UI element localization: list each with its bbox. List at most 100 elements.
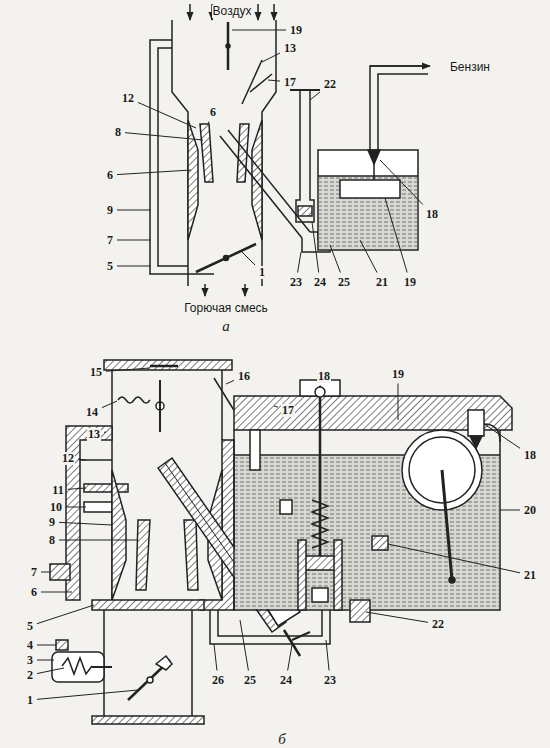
leader-line [330, 245, 340, 273]
callout-number: 5 [106, 260, 114, 273]
leader-line [366, 612, 428, 622]
leader-line [68, 488, 86, 489]
leader-line [41, 592, 72, 593]
callout-number: 25 [337, 276, 351, 289]
callout-number: 9 [106, 204, 114, 217]
leader-line [208, 122, 209, 125]
caption-label: б [277, 733, 287, 746]
callout-number: 8 [48, 534, 56, 547]
leader-line [78, 459, 86, 461]
leader-line [106, 368, 150, 371]
leader-line [59, 522, 112, 525]
callout-number: 21 [375, 276, 389, 289]
leader-line [117, 266, 151, 267]
callout-number: 19 [403, 276, 417, 289]
leader-line [66, 507, 86, 508]
leader-line [37, 660, 54, 661]
callout-number: 15 [89, 366, 103, 379]
callout-number: 24 [279, 674, 293, 687]
leader-line [388, 544, 520, 573]
leader-line [59, 540, 138, 541]
caption-label: Бензин [449, 61, 491, 74]
callout-number: 1 [26, 694, 34, 707]
callout-number: 26 [211, 674, 225, 687]
leader-line [274, 406, 278, 407]
leader-line [117, 240, 151, 241]
leader-line [380, 160, 423, 205]
leader-line [117, 170, 191, 175]
leader-line [398, 384, 399, 421]
leader-line [262, 53, 280, 62]
leader-line [268, 80, 280, 81]
callout-number: 18 [317, 370, 331, 383]
callout-number: 4 [26, 639, 34, 652]
callout-number: 13 [87, 428, 101, 441]
leader-line [214, 644, 217, 671]
leader-line [226, 380, 234, 384]
leader-line [288, 645, 292, 671]
callout-number: 22 [323, 78, 337, 91]
schematic-a [150, 4, 430, 296]
leader-line [240, 620, 248, 671]
caption-label: Горючая смесь [183, 302, 269, 315]
callout-number: 2 [26, 669, 34, 682]
leader-line [37, 668, 64, 674]
leader-line [326, 640, 329, 671]
callout-number: 17 [281, 404, 295, 417]
callout-number: 5 [26, 620, 34, 633]
callout-number: 23 [323, 674, 337, 687]
callout-number: 20 [523, 504, 537, 517]
callout-number: 24 [313, 276, 327, 289]
leader-line [320, 385, 321, 387]
leader-line [102, 401, 117, 408]
leader-line [310, 92, 320, 100]
callout-number: 11 [51, 484, 64, 497]
callout-number: 1 [258, 266, 266, 279]
callout-number: 18 [425, 208, 439, 221]
callout-number: 6 [30, 586, 38, 599]
leader-line [385, 198, 407, 273]
callout-number: 22 [431, 618, 445, 631]
leader-line [232, 30, 286, 31]
cross-section-b [50, 360, 512, 724]
leader-line [117, 210, 151, 211]
callout-number: 10 [49, 501, 63, 514]
leader-line [242, 252, 255, 265]
leader-line [104, 432, 106, 433]
callout-number: 16 [237, 370, 251, 383]
callout-number: 3 [26, 654, 34, 667]
leader-line [41, 572, 50, 573]
callout-number: 7 [30, 566, 38, 579]
leader-line [500, 510, 520, 511]
callout-number: 12 [61, 452, 75, 465]
callout-number: 14 [85, 406, 99, 419]
callout-number: 9 [48, 516, 56, 529]
callout-number: 13 [283, 42, 297, 55]
leader-line [484, 424, 520, 448]
callout-number: 19 [289, 24, 303, 37]
caption-label: а [221, 320, 231, 333]
callout-number: 18 [523, 449, 537, 462]
leader-line [37, 690, 138, 699]
callout-number: 23 [289, 276, 303, 289]
leader-line [125, 133, 203, 140]
leader-line [312, 222, 319, 273]
callout-number: 7 [106, 234, 114, 247]
caption-label: Воздух [212, 5, 253, 18]
callout-number: 6 [106, 169, 114, 182]
callout-number: 19 [391, 368, 405, 381]
callout-number: 6 [209, 106, 217, 119]
callout-number: 12 [121, 92, 135, 105]
leader-line [360, 240, 377, 273]
leader-line [37, 645, 56, 646]
callout-number: 8 [114, 126, 122, 139]
callout-number: 17 [283, 76, 297, 89]
leader-line [37, 605, 94, 624]
leader-line [138, 102, 196, 128]
leader-line [298, 252, 301, 273]
callout-number: 21 [523, 569, 537, 582]
callout-number: 25 [243, 674, 257, 687]
